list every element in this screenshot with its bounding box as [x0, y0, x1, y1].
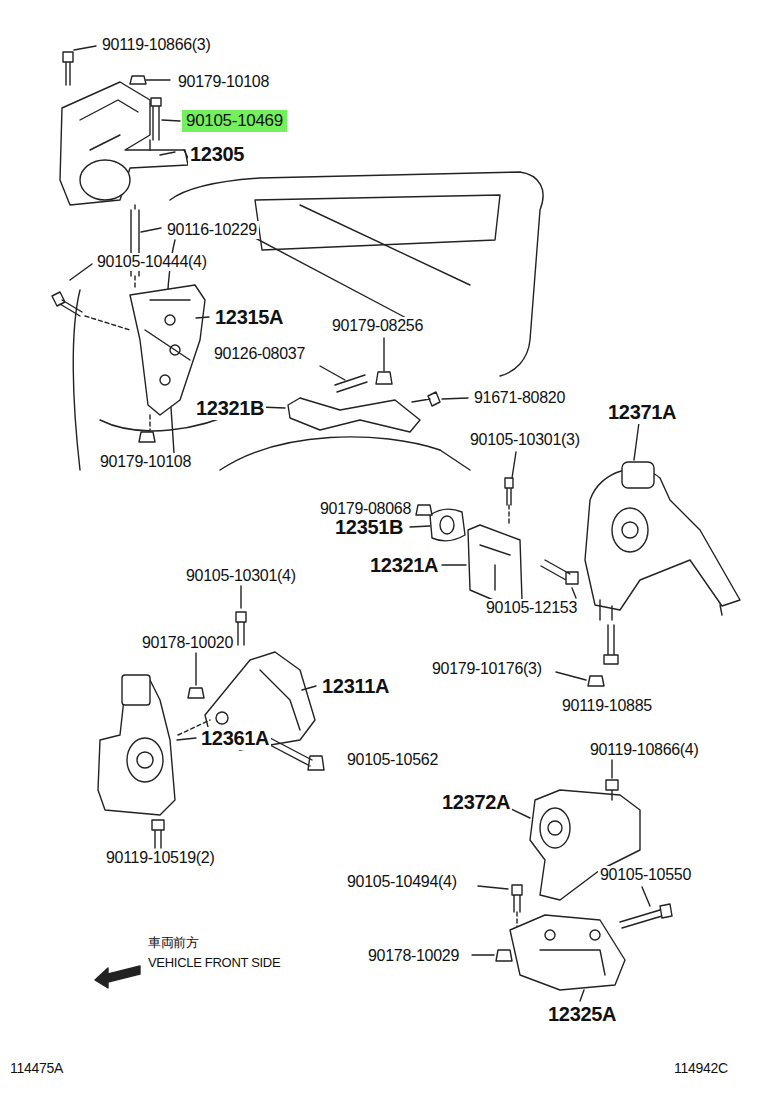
part-number: 12325A	[546, 1003, 618, 1026]
callout-number: 90105-10301(4)	[184, 567, 298, 585]
figure-code: 114475A	[8, 1060, 65, 1076]
part-number: 12305	[188, 143, 246, 166]
callout-number: 90179-08256	[330, 317, 425, 335]
part-number: 12321B	[194, 397, 266, 420]
part-number: 12361A	[199, 727, 271, 750]
callout-number: 90119-10866(3)	[100, 36, 212, 54]
callout-number: 90179-10108	[176, 73, 271, 91]
callout-number: 91671-80820	[472, 389, 567, 407]
part-number: 12371A	[606, 401, 678, 424]
part-number: 12351B	[333, 516, 405, 539]
part-number: 12315A	[213, 306, 285, 329]
highlighted-part: 90105-10469	[182, 110, 287, 132]
callout-number: 90105-10494(4)	[345, 873, 459, 891]
callout-number: 90179-10108	[98, 453, 193, 471]
callout-number: 90178-10029	[366, 947, 461, 965]
callout-number: 90179-10176(3)	[430, 660, 544, 678]
callout-number: 90119-10519(2)	[104, 849, 216, 867]
callout-number: 90126-08037	[212, 345, 307, 363]
callout-number: 90178-10020	[140, 634, 235, 652]
part-number: 12311A	[320, 675, 391, 698]
callout-number: 90105-10444(4)	[95, 253, 209, 271]
callout-number: VEHICLE FRONT SIDE	[146, 956, 282, 971]
callout-number: 90116-10229	[165, 221, 259, 239]
figure-code: 114942C	[672, 1060, 730, 1076]
callout-number: 90119-10885	[560, 697, 654, 715]
callout-number: 90105-12153	[484, 599, 579, 617]
callout-number: 90105-10301(3)	[468, 431, 582, 449]
callout-number: 車両前方	[146, 936, 201, 951]
callout-number: 90119-10866(4)	[588, 741, 700, 759]
part-number: 12372A	[440, 791, 512, 814]
callout-number: 90105-10562	[345, 751, 440, 769]
part-number: 90105-10469	[186, 111, 283, 131]
callout-number: 90105-10550	[598, 866, 693, 884]
part-number: 12321A	[368, 554, 440, 577]
